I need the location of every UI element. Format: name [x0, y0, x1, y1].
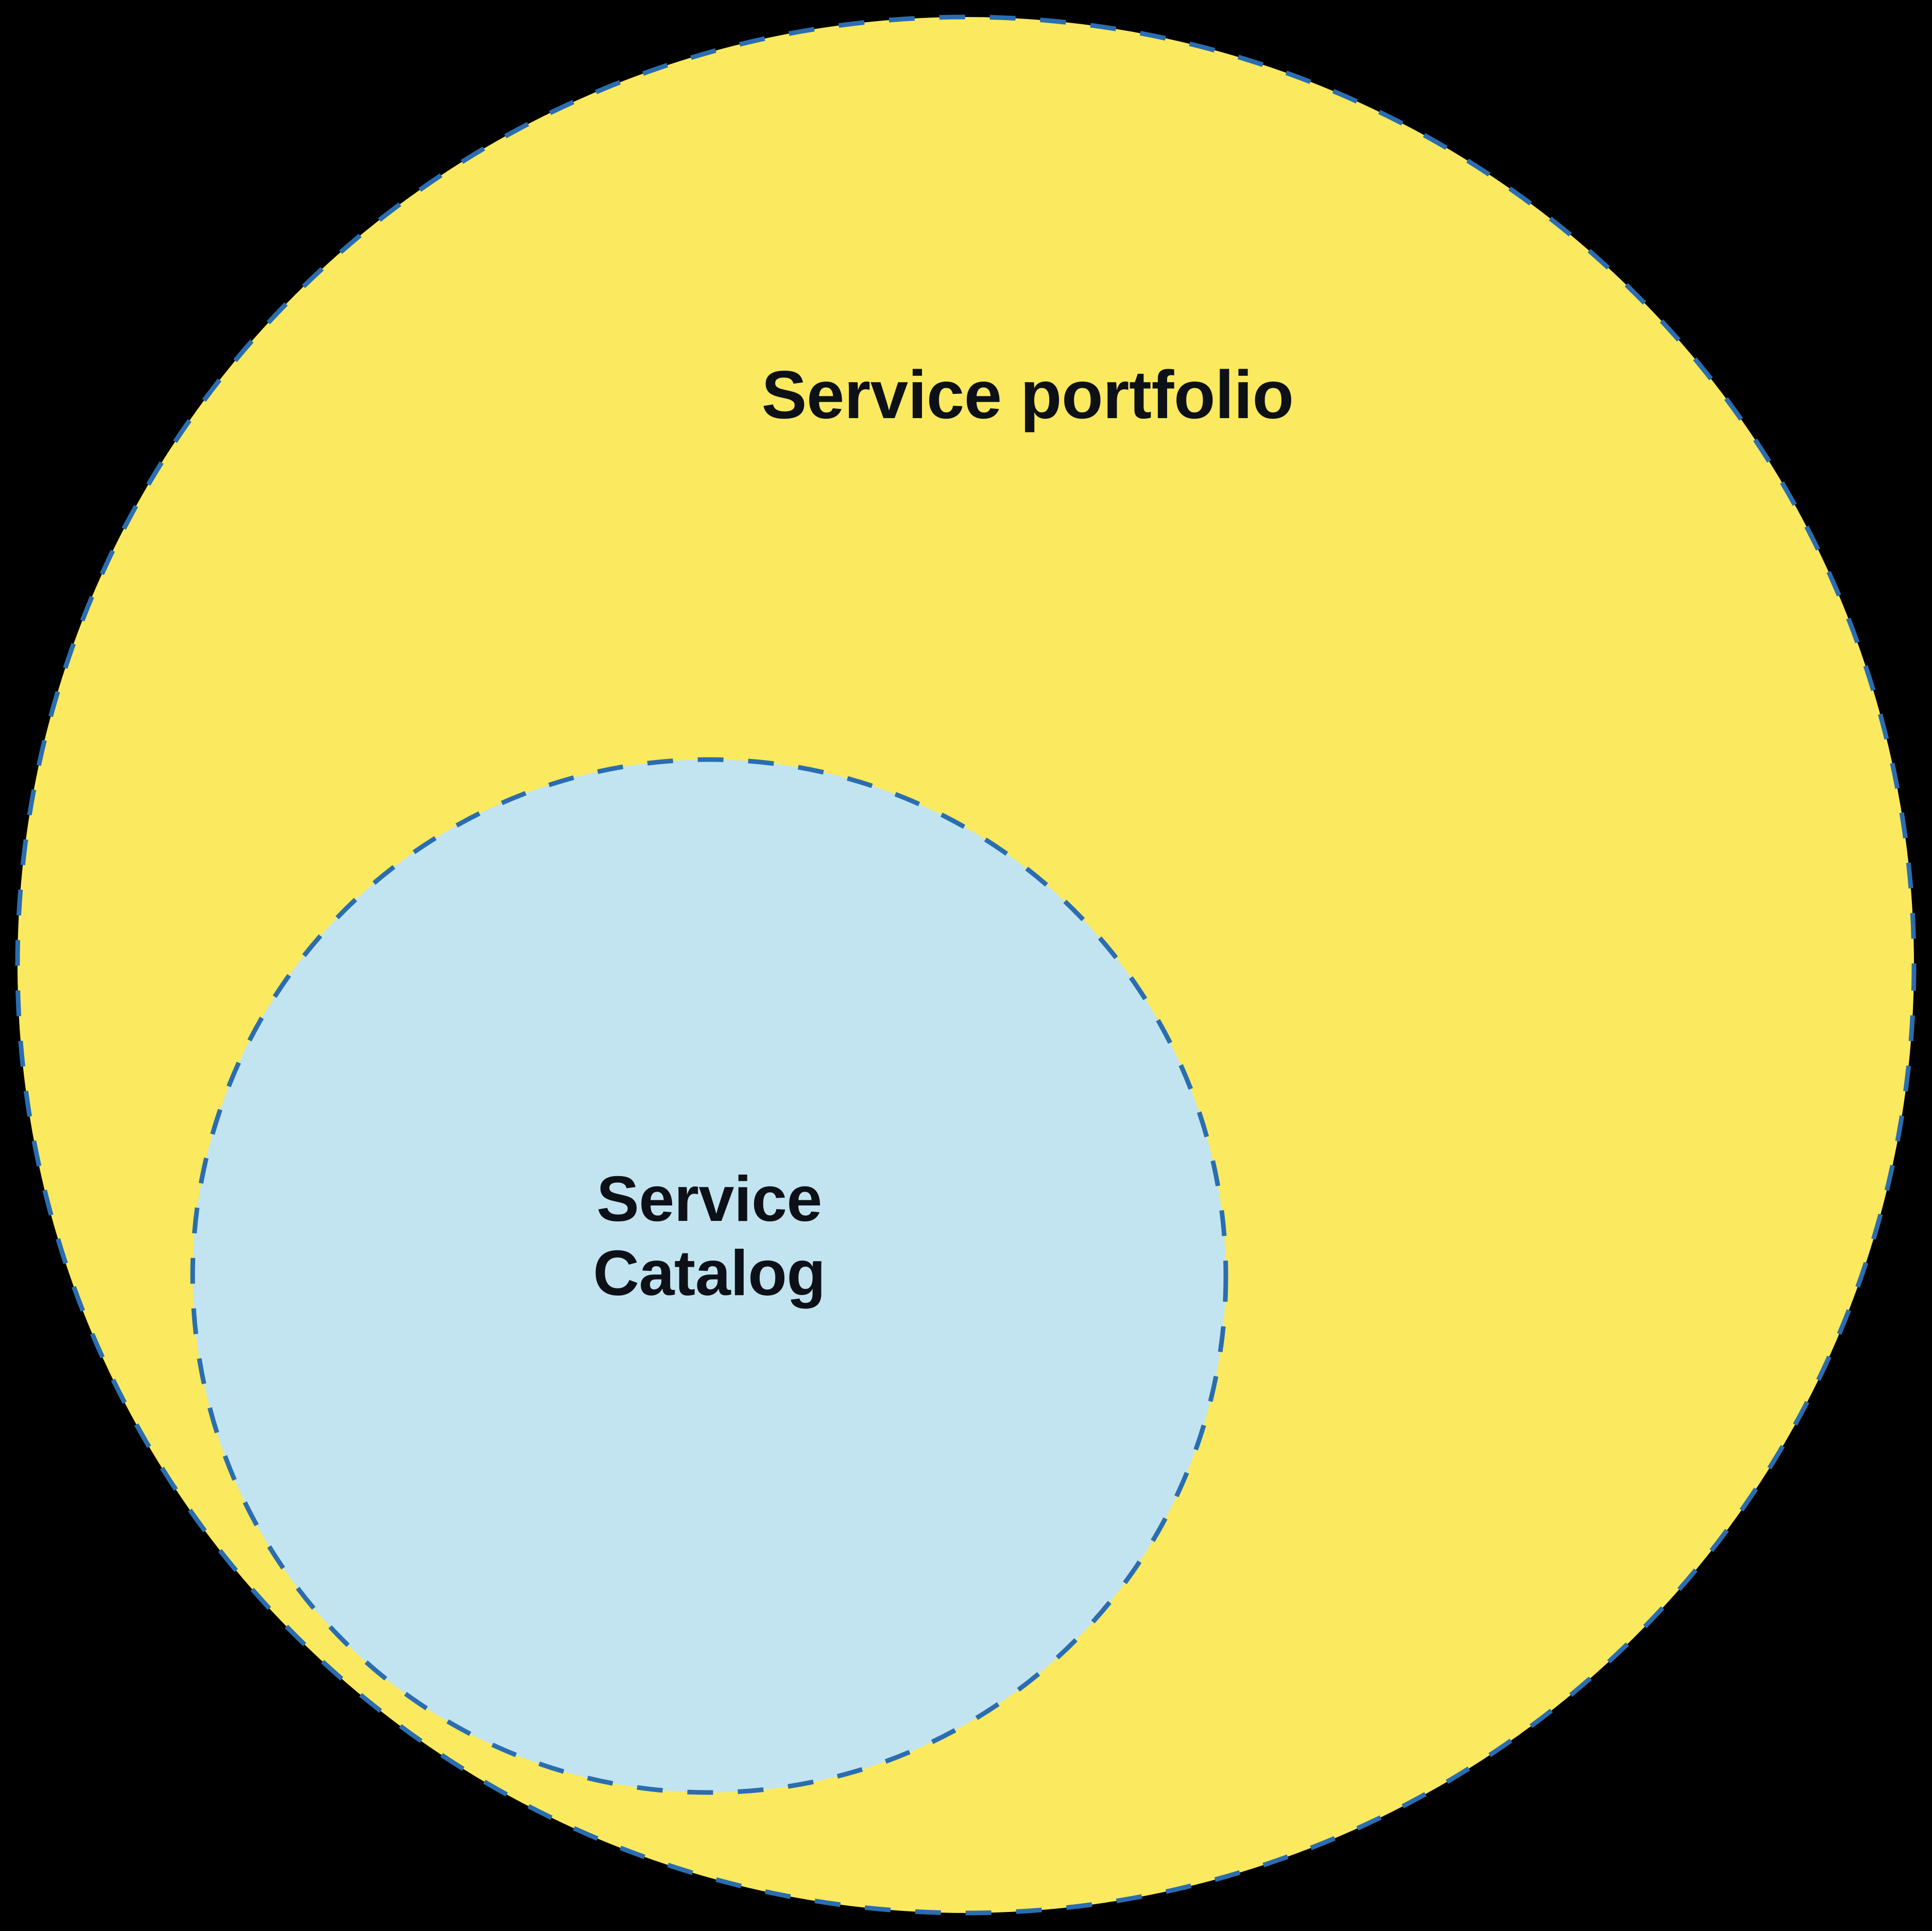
service-catalog-circle[interactable]: [190, 757, 1228, 1795]
service-catalog-label: Service Catalog: [593, 1164, 826, 1309]
service-portfolio-label: Service portfolio: [761, 357, 1294, 433]
